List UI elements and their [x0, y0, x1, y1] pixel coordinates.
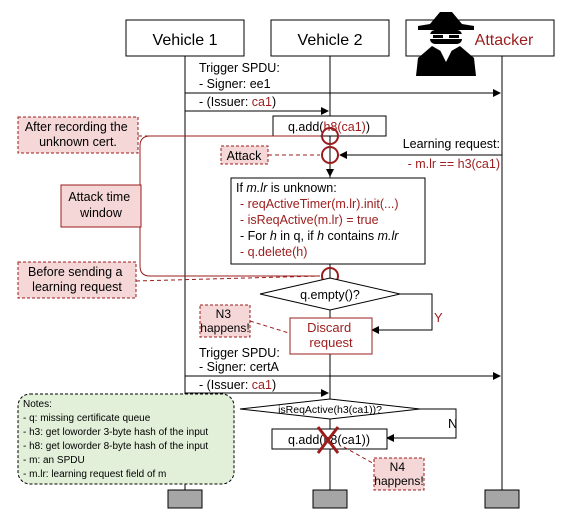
callout-attack: Attack: [220, 145, 320, 165]
decision-q-empty: q.empty()? Y: [259, 277, 443, 334]
terminal-vehicle1: [167, 489, 203, 509]
vehicle1-label: Vehicle 1: [153, 32, 218, 49]
marker-circle-2: [321, 146, 339, 164]
after-recording-text: After recording the unknown cert.: [25, 120, 131, 149]
learning-request-line1: Learning request:: [403, 137, 500, 151]
trigger-spdu-message-1: Trigger SPDU: - Signer: ee1 - (Issuer: c…: [185, 61, 501, 115]
if-line2: - reqActiveTimer(m.lr).init(...): [240, 197, 399, 211]
marker-circle-1: [321, 127, 339, 145]
msg1-line2: - Signer: ee1: [199, 77, 271, 91]
qadd-box-1: q.add(h8(ca1)): [272, 115, 387, 137]
notes-item: - h3: get loworder 3-byte hash of the in…: [23, 427, 208, 438]
n4-text: N4 happens!: [374, 460, 423, 488]
qadd1-text: q.add(h8(ca1)): [288, 120, 370, 134]
decision2-label: isReqActive(h3(ca1))?: [278, 404, 382, 416]
msg2-line3: - (Issuer: ca1): [199, 378, 276, 392]
msg2-line2: - Signer: certA: [199, 360, 280, 374]
notes-item: - m: an SPDU: [23, 455, 85, 466]
callout-n4: N4 happens!: [341, 445, 425, 491]
callout-before-sending: Before sending a learning request: [17, 261, 321, 299]
msg2-line1: Trigger SPDU:: [199, 346, 280, 360]
if-line3: - isReqActive(m.lr) = true: [240, 213, 379, 227]
vehicle1-header: Vehicle 1: [125, 19, 245, 57]
trigger-spdu-message-2: Trigger SPDU: - Signer: certA - (Issuer:…: [185, 346, 501, 397]
discard-text: Discard request: [307, 320, 355, 350]
notes-box: Notes: - q: missing certificate queue - …: [17, 393, 235, 485]
vehicle2-label: Vehicle 2: [298, 32, 363, 49]
msg1-line3: - (Issuer: ca1): [199, 95, 276, 109]
discard-request-box: Discard request: [289, 317, 373, 355]
notes-title: Notes:: [23, 399, 52, 410]
spy-icon: [416, 12, 476, 76]
if-unknown-box: If m.lr is unknown: - reqActiveTimer(m.l…: [230, 177, 426, 265]
n3-text: N3 happens!: [200, 307, 249, 335]
qadd-box-2: q.add(h8(ca1)): [271, 426, 388, 454]
terminal-vehicle2: [312, 489, 348, 509]
attack-text: Attack: [227, 149, 262, 163]
before-sending-text: Before sending a learning request: [28, 265, 126, 294]
callout-attack-time-window: Attack time window: [60, 184, 142, 228]
learning-request-message: Learning request: - m.lr == h3(ca1): [339, 137, 502, 171]
if-line4: - For h in q, if h contains m.lr: [240, 229, 399, 243]
notes-item: - h8: get loworder 8-byte hash of the in…: [23, 441, 208, 452]
callout-after-recording: After recording the unknown cert.: [17, 116, 318, 154]
learning-request-line2: - m.lr == h3(ca1): [408, 157, 500, 171]
decision2-no: N: [448, 416, 457, 431]
decision1-yes: Y: [434, 310, 443, 325]
decision-is-req-active: isReqActive(h3(ca1))? N: [239, 398, 457, 442]
attacker-label: Attacker: [475, 32, 534, 49]
attack-time-window-text: Attack time window: [68, 190, 133, 220]
notes-item: - q: missing certificate queue: [23, 413, 151, 424]
decision1-label: q.empty()?: [300, 288, 360, 302]
msg1-line1: Trigger SPDU:: [199, 61, 280, 75]
if-line5: - q.delete(h): [240, 245, 307, 259]
notes-item: - m.lr: learning request field of m: [23, 469, 166, 480]
vehicle2-header: Vehicle 2: [270, 19, 390, 57]
callout-n3: N3 happens!: [199, 304, 290, 338]
if-line1: If m.lr is unknown:: [236, 181, 337, 195]
terminal-attacker: [484, 489, 520, 509]
